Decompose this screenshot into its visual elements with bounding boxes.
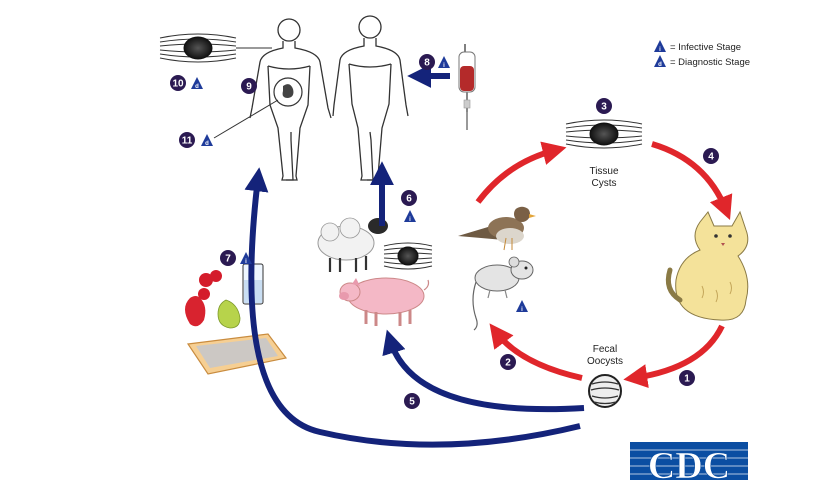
fecal-oocysts-label-line1: Fecal — [593, 344, 617, 355]
arrow-oocyst-to-rodent — [489, 323, 583, 381]
step-badge-3: 3 — [596, 98, 612, 114]
cat-litter-box — [186, 333, 288, 375]
arrow-cyst-to-cat — [651, 141, 733, 221]
step-badges: 1 2 3 4 5 6 7 8 9 10 11 — [170, 54, 719, 409]
bird-illustration — [458, 205, 536, 251]
infective-stage-marker-6: i — [404, 210, 416, 223]
svg-text:d: d — [205, 141, 209, 147]
legend: i = Infective Stage d = Diagnostic Stage — [654, 40, 750, 68]
svg-text:9: 9 — [246, 82, 252, 93]
svg-text:4: 4 — [708, 152, 714, 163]
step-badge-2: 2 — [500, 354, 516, 370]
blood-transfusion-bag — [458, 44, 476, 130]
svg-text:3: 3 — [601, 102, 607, 113]
svg-text:8: 8 — [424, 58, 430, 69]
pointer-line-fetus — [213, 99, 279, 139]
cdc-logo: CDC — [630, 442, 748, 480]
svg-text:11: 11 — [182, 136, 193, 147]
tissue-cyst-livestock — [383, 242, 433, 270]
legend-infective-label: = Infective Stage — [670, 42, 741, 53]
diagnostic-stage-marker-11: d — [201, 134, 213, 147]
tissue-cysts-label-line2: Cysts — [592, 178, 617, 189]
legend-infective-marker: i — [654, 40, 666, 53]
svg-text:1: 1 — [684, 374, 690, 385]
cat-illustration — [665, 210, 749, 321]
tissue-cyst-human — [159, 33, 237, 63]
diagnostic-stage-marker-10: d — [191, 77, 203, 90]
svg-text:2: 2 — [505, 358, 511, 369]
fecal-oocyst — [588, 374, 622, 408]
fetus-in-utero — [273, 77, 303, 107]
svg-text:10: 10 — [172, 79, 184, 90]
svg-text:d: d — [195, 84, 199, 90]
svg-text:5: 5 — [409, 397, 415, 408]
tissue-cyst-intermediate — [565, 119, 643, 149]
arrow-bird-to-cyst — [475, 141, 567, 204]
arrow-oocyst-to-livestock — [382, 329, 585, 413]
svg-text:i: i — [659, 47, 661, 53]
stage-markers: i i i i d d — [191, 56, 528, 313]
infective-stage-marker-7: i — [240, 252, 252, 265]
step-badge-11: 11 — [179, 132, 195, 148]
svg-text:i: i — [443, 63, 445, 69]
mouse-illustration — [472, 256, 534, 331]
cycle-arrows — [244, 64, 733, 448]
svg-text:6: 6 — [406, 194, 412, 205]
step-badge-6: 6 — [401, 190, 417, 206]
fecal-oocysts-label-line2: Oocysts — [587, 356, 623, 367]
legend-diagnostic-label: = Diagnostic Stage — [670, 57, 750, 68]
step-badge-4: 4 — [703, 148, 719, 164]
step-badge-9: 9 — [241, 78, 257, 94]
step-badge-7: 7 — [220, 250, 236, 266]
svg-text:i: i — [245, 259, 247, 265]
svg-text:i: i — [409, 217, 411, 223]
infective-stage-marker-rodent: i — [516, 300, 528, 313]
sheep-illustration — [317, 217, 388, 272]
pig-illustration — [339, 277, 430, 326]
arrow-cat-to-oocyst — [623, 324, 725, 388]
legend-diagnostic-marker: d — [654, 55, 666, 68]
infective-stage-marker-8: i — [438, 56, 450, 69]
cdc-logo-text: CDC — [648, 445, 730, 480]
step-badge-1: 1 — [679, 370, 695, 386]
step-badge-10: 10 — [170, 75, 186, 91]
arrow-oocyst-to-human — [244, 167, 581, 448]
svg-text:d: d — [658, 62, 662, 68]
human-figure-left — [249, 18, 332, 181]
tissue-cysts-label-line1: Tissue — [589, 166, 619, 177]
step-badge-5: 5 — [404, 393, 420, 409]
human-figure-right — [332, 15, 409, 181]
svg-text:i: i — [521, 307, 523, 313]
svg-text:7: 7 — [225, 254, 231, 265]
step-badge-8: 8 — [419, 54, 435, 70]
